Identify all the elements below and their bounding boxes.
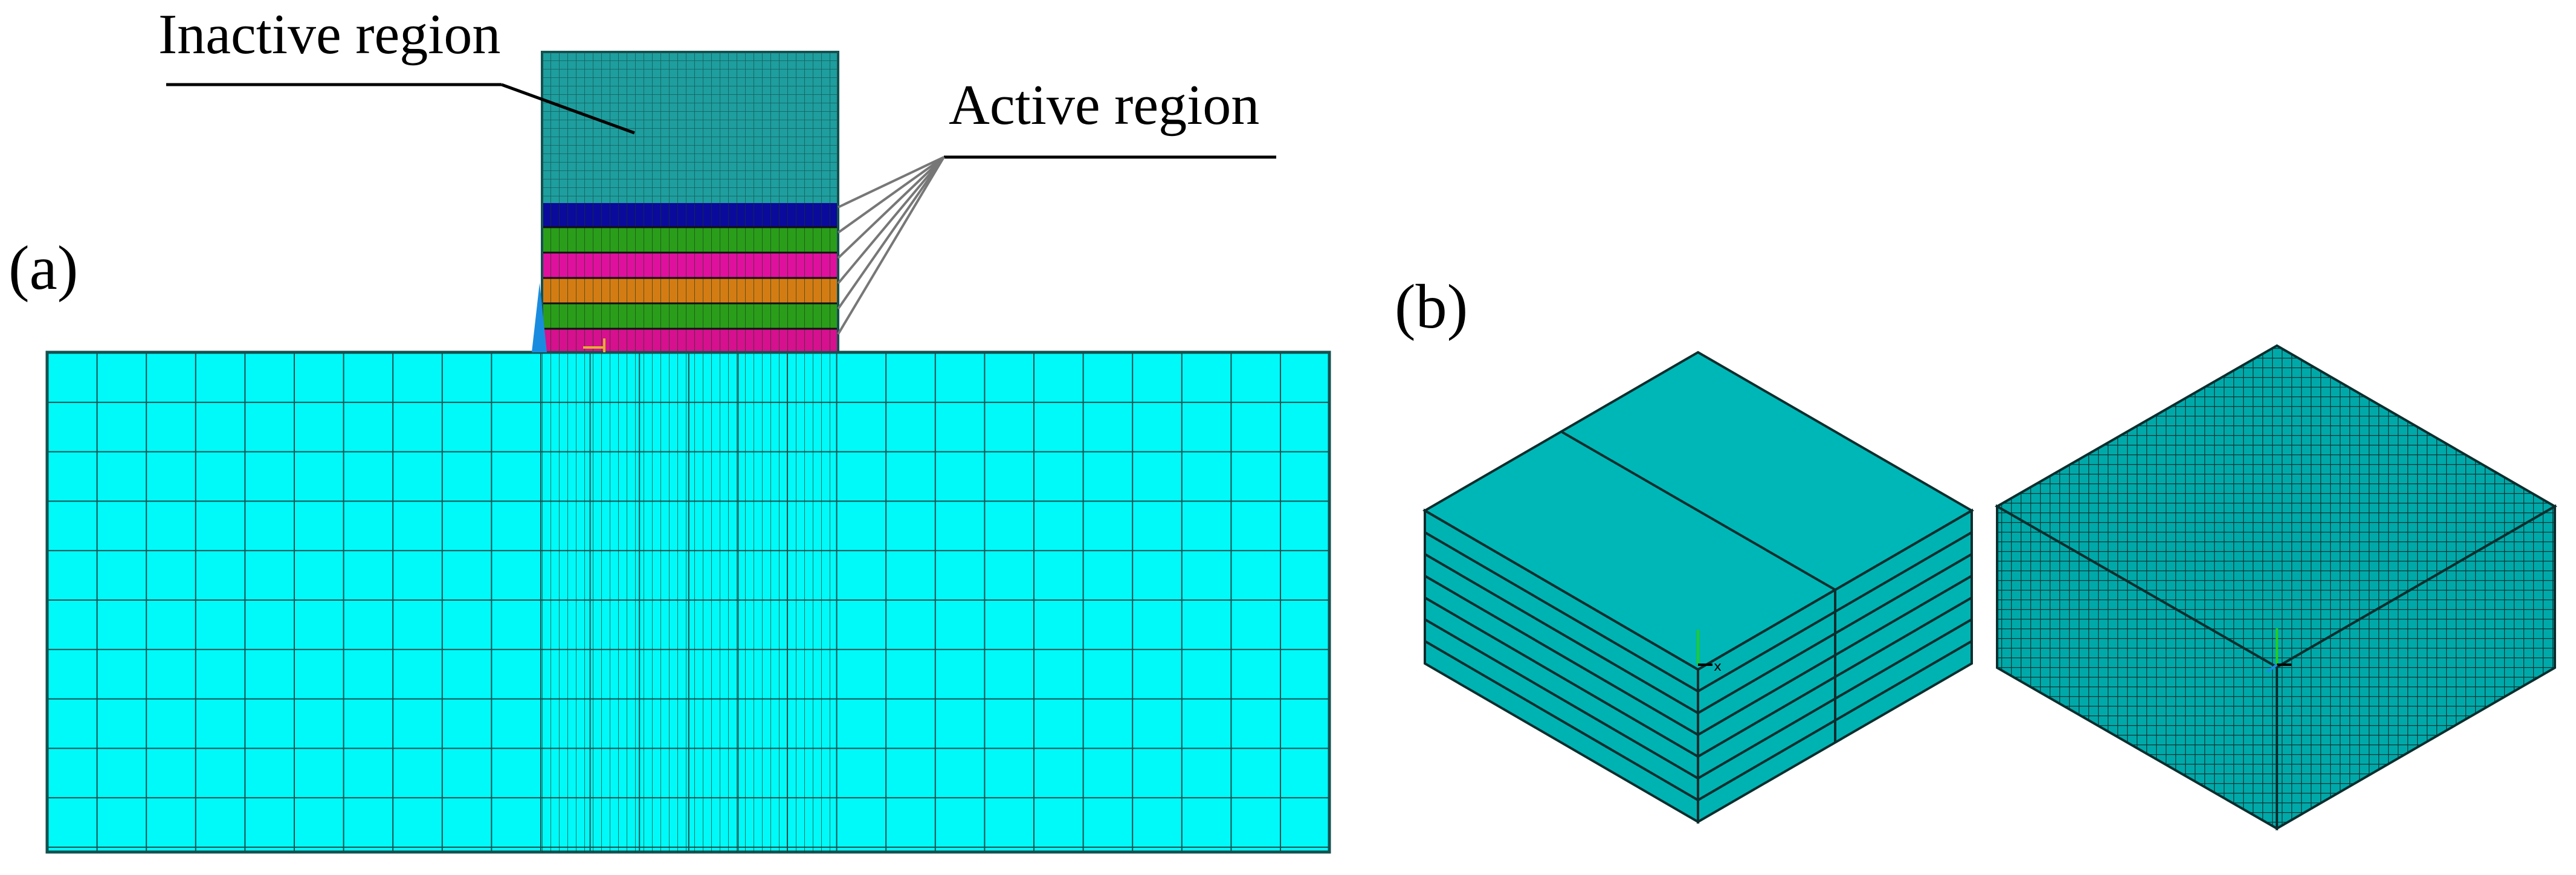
meshed-block-right-face	[2276, 504, 2556, 831]
substrate-refined-zone	[542, 352, 838, 852]
active-region-label: Active region	[949, 74, 1259, 137]
panel-b-label: (b)	[1395, 272, 1468, 341]
meshed-block-axis-z	[2266, 664, 2278, 673]
layered-block-axis-x-label: x	[1714, 659, 1722, 674]
meshed-block	[1994, 344, 2557, 831]
panel-a: (a) Inactive region Active region	[8, 3, 1331, 854]
layered-block-partition-top	[1561, 431, 1836, 591]
deposit-outline	[541, 51, 839, 354]
panel-b: (b) x	[1395, 272, 2557, 831]
panel-a-label: (a)	[8, 233, 78, 303]
active-layer-separators	[542, 226, 838, 330]
inactive-leader-line	[501, 83, 635, 135]
inactive-region-label: Inactive region	[158, 3, 500, 66]
layered-block-layer-lines	[1424, 531, 1973, 802]
layered-block: x	[1422, 350, 1974, 824]
deposit-wedge	[532, 283, 547, 352]
inactive-region-grid	[542, 52, 838, 203]
active-leader-lines	[837, 156, 945, 335]
coordinate-marker	[583, 338, 605, 352]
